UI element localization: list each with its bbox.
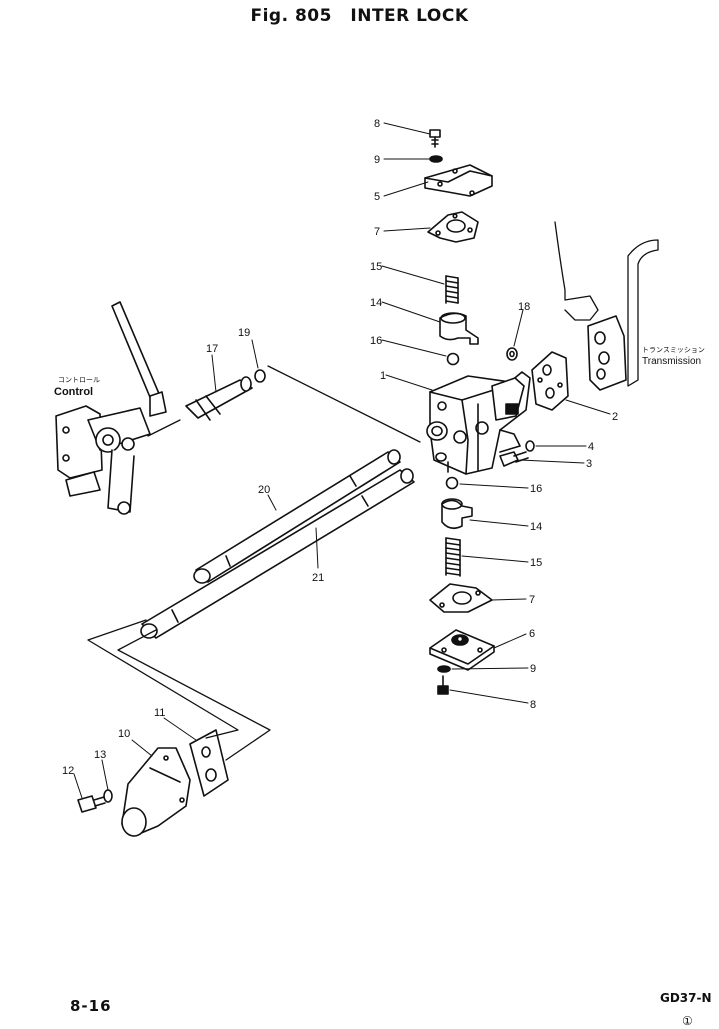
revision-mark: ①: [682, 1014, 693, 1028]
model-code: GD37-N: [660, 991, 712, 1005]
rod-21: [140, 468, 415, 639]
callout-21: 21: [312, 572, 324, 584]
callout-9-top: 9: [374, 154, 380, 166]
washer-side: [525, 440, 535, 452]
callout-20: 20: [258, 484, 270, 496]
control-label-jp: コントロール: [58, 376, 100, 384]
callout-15-bottom: 15: [530, 557, 542, 569]
callout-15-top: 15: [370, 261, 382, 273]
callout-16-bottom: 16: [530, 483, 542, 495]
callout-8-bottom: 8: [530, 699, 536, 711]
gasket-11: [189, 729, 229, 797]
transmission-label-jp: トランスミッション: [642, 346, 705, 354]
bolt-bottom: [437, 675, 449, 695]
callout-18: 18: [518, 301, 530, 313]
callout-9-bottom: 9: [530, 663, 536, 675]
callout-3: 3: [586, 458, 592, 470]
pin-17: [185, 376, 253, 421]
spring-top: [445, 275, 459, 304]
plate-top: [424, 164, 493, 197]
callout-2: 2: [612, 411, 618, 423]
gasket-side: [531, 351, 569, 411]
callout-1: 1: [380, 370, 386, 382]
callout-4: 4: [588, 441, 594, 453]
bolt-side: [499, 451, 529, 467]
figure-name: INTER LOCK: [350, 6, 469, 26]
transmission-housing: [554, 221, 659, 391]
callout-14-bottom: 14: [530, 521, 542, 533]
washer-top: [429, 155, 443, 163]
page-number: 8-16: [70, 997, 112, 1015]
ring-18: [506, 347, 518, 361]
callout-12: 12: [62, 765, 74, 777]
callout-labels: 8 9 5 7 15 14 16 1 18 2 4 3 16 14 15 7 6…: [62, 118, 618, 777]
plunger-top: [439, 312, 479, 345]
callout-14-top: 14: [370, 297, 382, 309]
callout-5: 5: [374, 191, 380, 203]
gasket-top: [427, 211, 479, 243]
washer-bottom: [437, 665, 451, 673]
callout-6: 6: [529, 628, 535, 640]
callout-19: 19: [238, 327, 250, 339]
figure-title: Fig. 805 INTER LOCK: [0, 6, 719, 26]
plunger-bottom: [441, 498, 473, 530]
callout-17: 17: [206, 343, 218, 355]
spring-bottom: [445, 537, 461, 577]
bolt-top: [429, 129, 441, 148]
washer-13: [103, 789, 113, 803]
control-label-en: Control: [54, 386, 93, 398]
figure-number: Fig. 805: [250, 6, 332, 26]
oring-19: [254, 369, 266, 383]
leader-lines: [73, 122, 611, 799]
bolt-12: [77, 795, 106, 813]
plate-bottom: [429, 629, 495, 671]
callout-11: 11: [154, 707, 165, 719]
callout-7-bottom: 7: [529, 594, 535, 606]
ball-top: [446, 352, 460, 366]
control-lever: [55, 301, 167, 515]
callout-16-top: 16: [370, 335, 382, 347]
callout-8-top: 8: [374, 118, 380, 130]
ball-bottom: [445, 476, 459, 490]
routing-outline: [87, 365, 421, 761]
callout-7-top: 7: [374, 226, 380, 238]
interlock-body: [426, 371, 531, 475]
bracket-10: [121, 747, 191, 837]
rod-20: [193, 449, 401, 584]
callout-10: 10: [118, 728, 130, 740]
gasket-bottom: [429, 583, 493, 613]
assembly-labels: コントロール Control トランスミッション Transmission: [54, 346, 705, 398]
callout-13: 13: [94, 749, 106, 761]
transmission-label-en: Transmission: [642, 356, 701, 367]
